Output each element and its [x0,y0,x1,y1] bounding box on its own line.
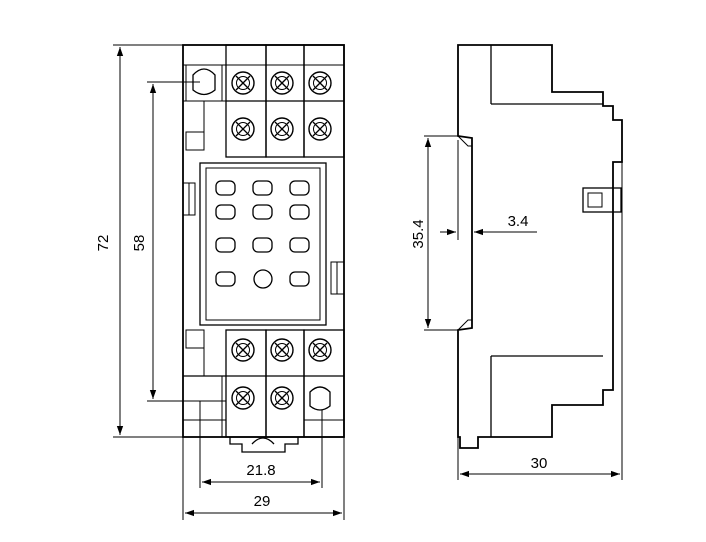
lower-terminal-block [183,329,345,438]
dim-label-35-4: 35.4 [410,219,427,248]
front-extension-lines [113,44,345,520]
release-clip [229,437,299,453]
dim-label-58: 58 [131,235,148,252]
dim-label-21-8: 21.8 [246,462,275,479]
upper-terminal-block [183,44,345,158]
side-latch [582,187,622,213]
dim-label-3-4: 3.4 [508,213,529,230]
front-view: 72 58 21.8 29 [95,44,345,520]
dim-label-29: 29 [254,493,271,510]
screw-row-2 [231,117,332,141]
dim-label-72: 72 [95,235,112,252]
socket-area [182,162,345,326]
socket-pins [215,180,310,289]
screw-row-1 [231,71,332,95]
side-body-outline [457,44,623,449]
screw-row-3 [231,338,332,362]
side-view: 35.4 3.4 30 [410,44,623,480]
screw-row-4 [231,386,294,410]
dim-label-30: 30 [531,455,548,472]
